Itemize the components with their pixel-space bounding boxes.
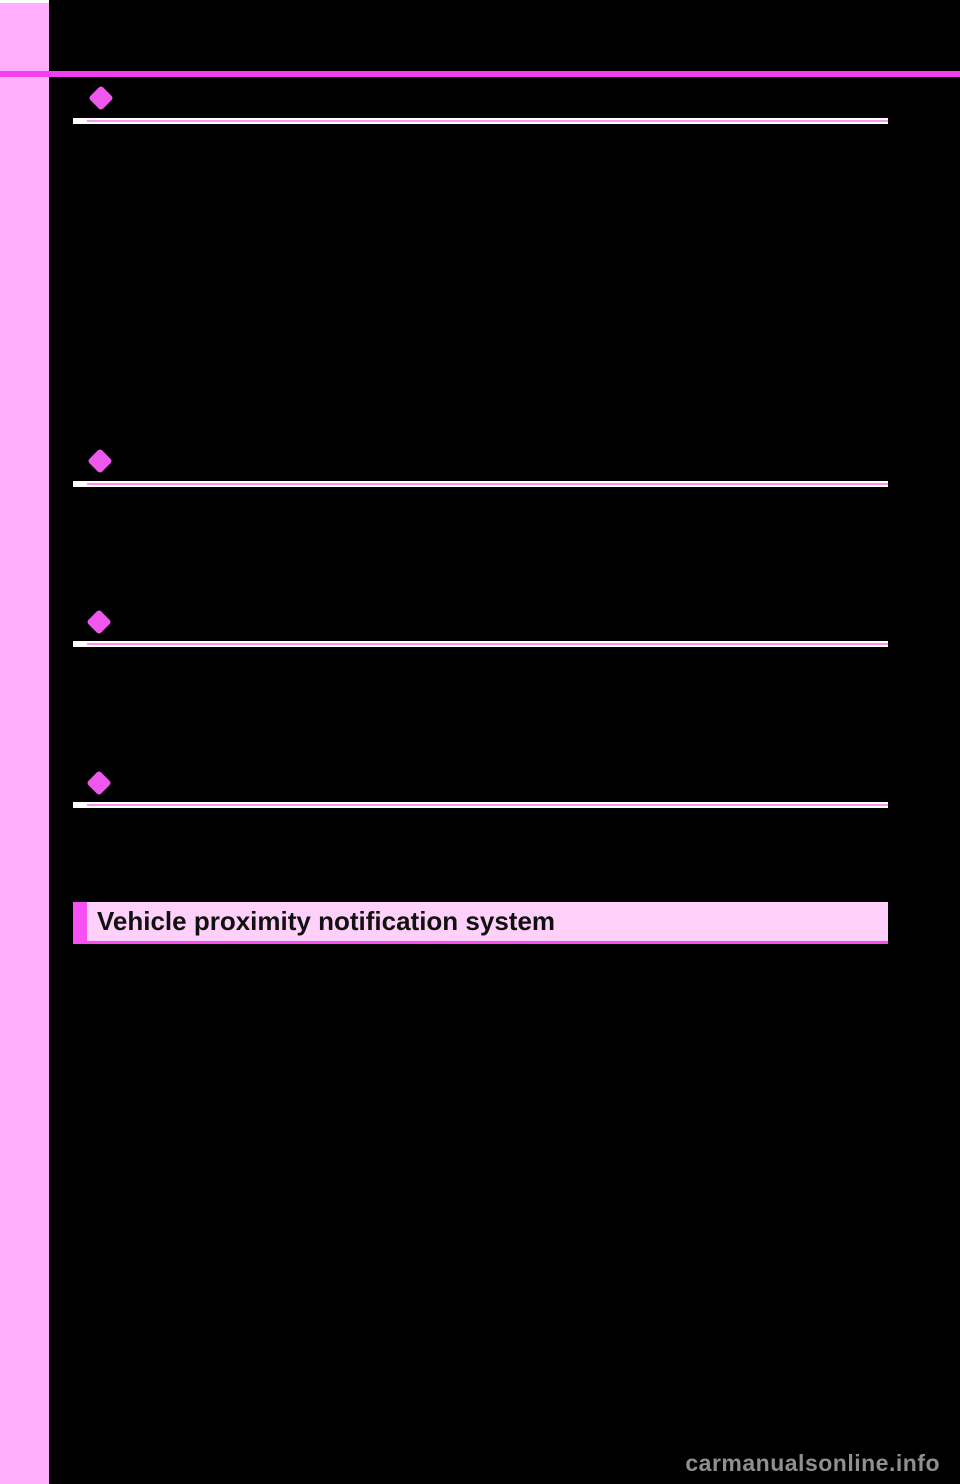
diamond-bullet-icon xyxy=(86,770,112,796)
left-margin-bar-top-sliver xyxy=(0,0,49,3)
chapter-banner: Vehicle proximity notification system xyxy=(73,902,888,944)
section-rule-line xyxy=(87,643,888,645)
section-heading-rule xyxy=(73,802,888,808)
left-margin-bar xyxy=(0,0,49,1484)
banner-title: Vehicle proximity notification system xyxy=(97,906,556,936)
section-rule-line xyxy=(87,804,888,806)
section-heading-rule xyxy=(73,481,888,487)
section-rule-line xyxy=(87,483,888,485)
site-watermark: carmanualsonline.info xyxy=(685,1450,940,1476)
diamond-bullet-icon xyxy=(87,448,113,474)
section-heading-rule xyxy=(73,641,888,647)
diamond-bullet-icon xyxy=(88,85,114,111)
banner-left-stripe xyxy=(73,902,87,941)
section-rule-line xyxy=(87,120,888,122)
section-heading-rule xyxy=(73,118,888,124)
diamond-bullet-icon xyxy=(86,609,112,635)
top-divider-rule xyxy=(0,71,960,77)
